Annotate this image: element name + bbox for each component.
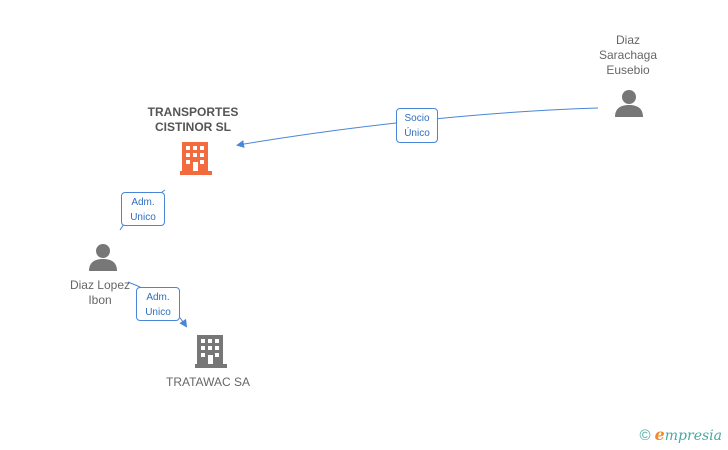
edge-label-adm-unico-top[interactable]: Adm. Unico <box>121 192 165 226</box>
person-eusebio-name-line3: Eusebio <box>606 63 650 77</box>
person-ibon-name-line2: Ibon <box>88 293 112 307</box>
person-icon[interactable] <box>614 88 644 118</box>
edge-label-adm-unico-bottom-line2: Unico <box>145 307 171 318</box>
person-ibon-label[interactable]: Diaz Lopez Ibon <box>60 278 140 308</box>
company-transportes-name-line2: CISTINOR SL <box>154 120 231 134</box>
building-icon[interactable] <box>180 140 212 176</box>
edge-label-adm-unico-top-line1: Adm. <box>131 197 155 208</box>
person-eusebio-name-line2: Sarachaga <box>598 48 658 62</box>
company-tratawac-label[interactable]: TRATAWAC SA <box>158 375 258 390</box>
person-icon[interactable] <box>88 242 118 272</box>
person-eusebio-label[interactable]: Diaz Sarachaga Eusebio <box>588 33 668 78</box>
edge-label-socio-unico-line2: Único <box>404 128 430 139</box>
edge-label-adm-unico-bottom[interactable]: Adm. Unico <box>136 287 180 321</box>
person-eusebio-name-line1: Diaz <box>615 33 640 47</box>
edge-label-adm-unico-top-line2: Unico <box>130 212 156 223</box>
edge-label-socio-unico[interactable]: Socio Único <box>396 108 438 143</box>
brand-logo-e: e <box>654 425 665 444</box>
brand-logo-text: mpresia <box>664 428 722 444</box>
edge-label-socio-unico-line1: Socio <box>404 113 430 124</box>
company-tratawac-name: TRATAWAC SA <box>166 375 250 389</box>
company-transportes-name-line1: TRANSPORTES <box>147 105 239 119</box>
company-transportes-label[interactable]: TRANSPORTES CISTINOR SL <box>140 105 246 135</box>
edge-label-adm-unico-bottom-line1: Adm. <box>146 292 170 303</box>
brand-footer: ©empresia <box>640 425 722 444</box>
person-ibon-name-line1: Diaz Lopez <box>69 278 131 292</box>
building-icon[interactable] <box>195 333 227 369</box>
copyright-icon: © <box>639 427 651 444</box>
